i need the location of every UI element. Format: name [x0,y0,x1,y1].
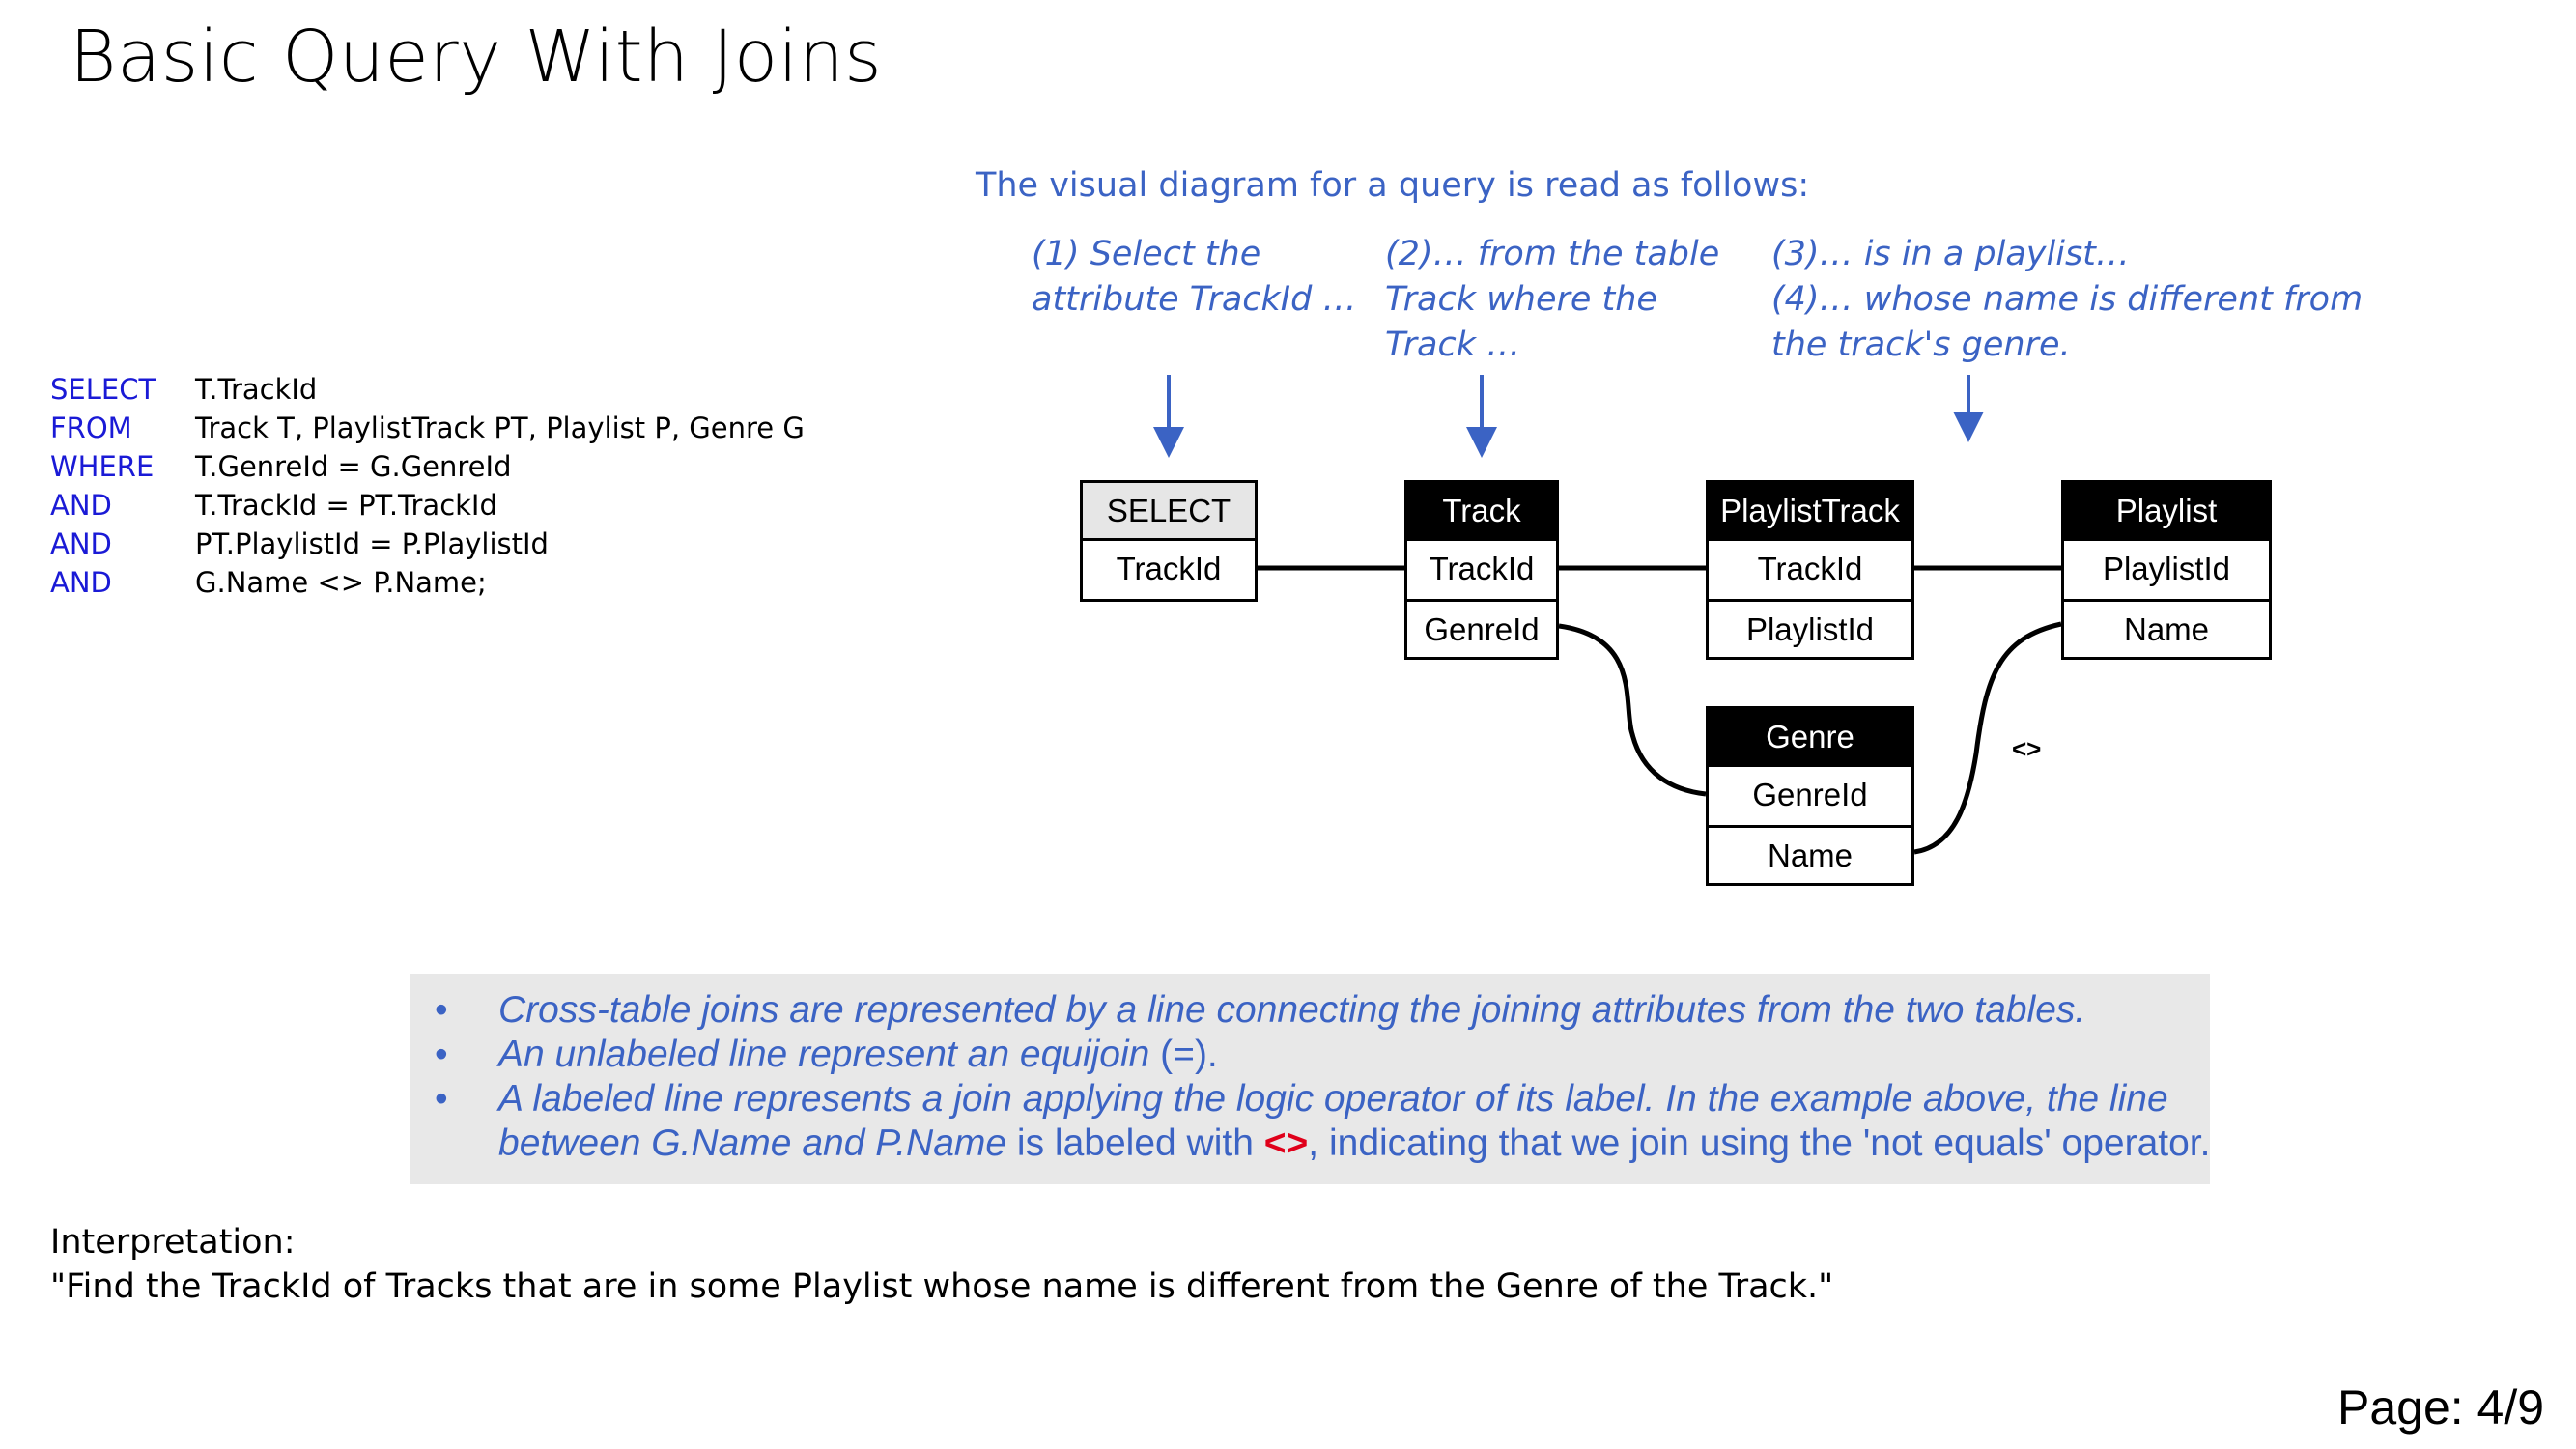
caption-line: (2)… from the table [1385,235,1720,273]
sql-clause: T.TrackId = PT.TrackId [195,489,497,522]
caption-line: attribute TrackId … [1032,280,1357,319]
interpretation-label: Interpretation: [50,1223,296,1262]
sql-keyword: AND [50,489,112,522]
table-attribute: TrackId [1429,551,1535,586]
table-attribute: GenreId [1752,777,1868,812]
table-attribute: Name [2064,599,2269,657]
table-attribute: Name [1709,825,1911,883]
table-header: Genre [1709,709,1911,767]
notes-box: • Cross-table joins are represented by a… [410,974,2210,1184]
note-text: A labeled line represents a join applyin… [498,1078,2168,1120]
table-attribute: GenreId [1407,599,1556,657]
note-text-plain: (=). [1149,1034,1218,1075]
caption-from: (2)… from the table Track where the Trac… [1385,232,1719,368]
page-number: Page: 4/9 [2337,1380,2545,1435]
table-header: Playlist [2064,483,2269,541]
sql-clause: T.GenreId = G.GenreId [195,450,512,483]
note-text: Cross-table joins are represented by a l… [498,989,2086,1031]
caption-line: (3)… is in a playlist… [1771,235,2130,273]
caption-line: Track … [1385,326,1521,364]
table-attribute: PlaylistId [1709,599,1911,657]
sql-clause: Track T, PlaylistTrack PT, Playlist P, G… [195,412,805,444]
table-select: SELECT TrackId [1080,480,1258,602]
caption-line: (4)… whose name is different from [1771,280,2364,319]
note-text: An unlabeled line represent an equijoin … [498,1034,1218,1076]
caption-line: the track's genre. [1771,326,2071,364]
note-text-italic: between G.Name and P.Name [498,1122,1007,1164]
diagram-heading: The visual diagram for a query is read a… [976,166,1810,205]
note-text: between G.Name and P.Name is labeled wit… [498,1122,2210,1165]
table-attribute: PlaylistId [2102,551,2231,586]
interpretation-text: "Find the TrackId of Tracks that are in … [50,1267,1834,1306]
table-header: PlaylistTrack [1709,483,1911,541]
table-playlisttrack: PlaylistTrack TrackId PlaylistId [1706,480,1914,660]
sql-keyword: AND [50,527,112,560]
caption-line: (1) Select the [1032,235,1261,273]
table-header: SELECT [1083,483,1255,541]
note-text-plain: , indicating that we join using the 'not… [1308,1122,2211,1164]
note-text-plain: is labeled with [1006,1122,1264,1164]
note-text-italic: An unlabeled line represent an equijoin [498,1034,1150,1075]
table-playlist: Playlist PlaylistId Name [2061,480,2272,660]
sql-keyword: AND [50,566,112,599]
caption-playlist: (3)… is in a playlist… (4)… whose name i… [1771,232,2363,368]
sql-clause: T.TrackId [195,373,318,406]
bullet-icon: • [435,989,448,1031]
bullet-icon: • [435,1034,448,1075]
join-line-track-genre [1558,623,1707,797]
sql-clause: PT.PlaylistId = P.PlaylistId [195,527,549,560]
bullet-icon: • [435,1078,448,1120]
table-genre: Genre GenreId Name [1706,706,1914,886]
operator-highlight: <> [1263,1122,1309,1164]
caption-line: Track where the [1385,280,1657,319]
sql-keyword: WHERE [50,450,155,483]
sql-clause: G.Name <> P.Name; [195,566,487,599]
join-line-genre-playlist-ne [1913,621,2062,855]
table-attribute: TrackId [1757,551,1863,586]
page-title: Basic Query With Joins [70,15,883,99]
sql-keyword: SELECT [50,373,156,406]
table-header: Track [1407,483,1556,541]
join-operator-label: <> [2012,734,2042,763]
caption-select: (1) Select the attribute TrackId … [1032,232,1356,323]
sql-keyword: FROM [50,412,132,444]
table-attribute: TrackId [1116,551,1222,586]
table-track: Track TrackId GenreId [1404,480,1559,660]
